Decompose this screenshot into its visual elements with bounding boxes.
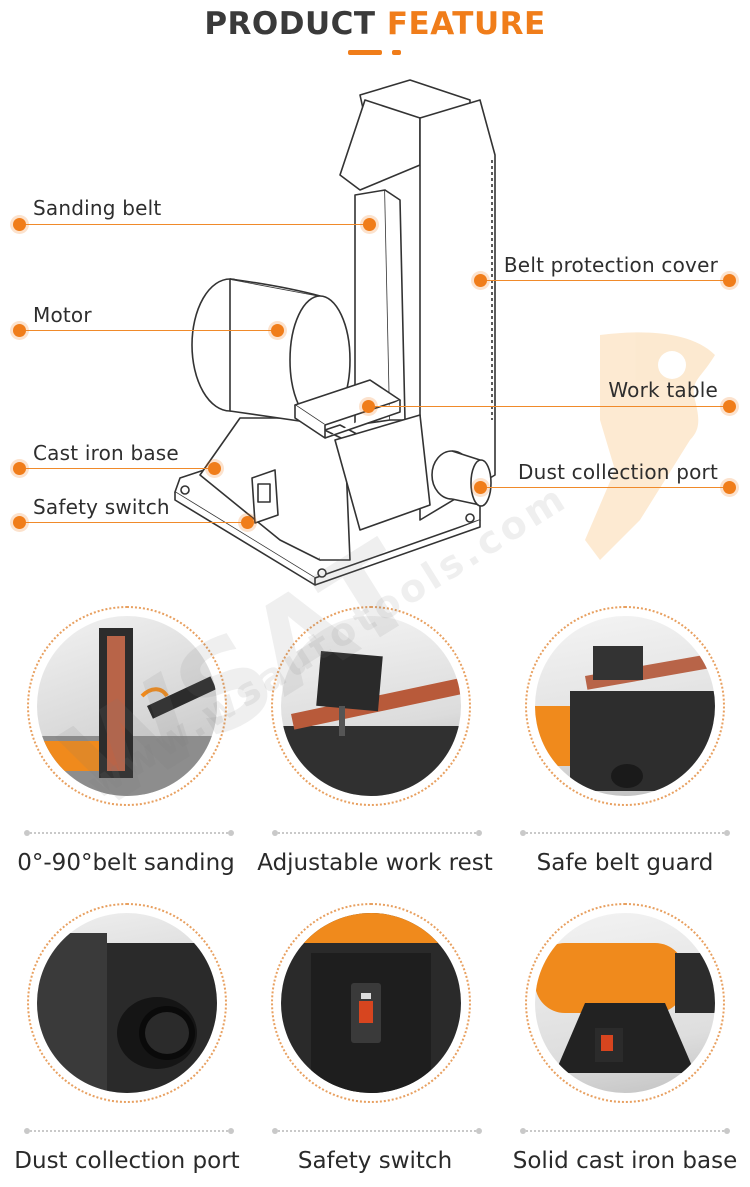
cast-iron-base-photo-icon (535, 943, 715, 1073)
belt-sander-illustration (174, 79, 715, 586)
callout-belt-protection-cover: Belt protection cover (503, 253, 718, 277)
work-table-line (368, 406, 731, 407)
belt-sander-tilt-photo-icon (37, 628, 217, 796)
caption-safety-switch: Safety switch (297, 1148, 453, 1174)
page-title: PRODUCT FEATURE (0, 6, 750, 42)
title-word-product: PRODUCT (204, 6, 376, 42)
safety-switch-line (20, 522, 248, 523)
separator (272, 830, 482, 836)
title-underline-dot (392, 50, 401, 55)
cast-iron-base-dot (13, 462, 26, 475)
motor-target-dot (271, 324, 284, 337)
callout-safety-switch: Safety switch (33, 495, 170, 519)
separator (520, 830, 730, 836)
caption-dust-port: Dust collection port (14, 1148, 240, 1174)
title-underline (348, 50, 382, 55)
callout-sanding-belt: Sanding belt (33, 196, 162, 220)
separator (520, 1128, 730, 1134)
belt-guard-photo-icon (535, 646, 715, 791)
brand-logo-icon (585, 332, 715, 560)
feature-photo-work-rest (271, 606, 471, 806)
work-rest-photo-icon (281, 650, 461, 796)
feature-photo-belt-guard (525, 606, 725, 806)
motor-line (20, 330, 278, 331)
motor-dot (13, 324, 26, 337)
feature-photo-cast-iron-base (525, 903, 725, 1103)
sanding-belt-line (20, 224, 370, 225)
callout-motor: Motor (33, 303, 92, 327)
callout-cast-iron-base: Cast iron base (33, 441, 179, 465)
callout-work-table: Work table (608, 378, 718, 402)
dust-port-line (481, 487, 731, 488)
caption-belt-sanding: 0°-90°belt sanding (17, 850, 235, 876)
feature-photo-dust-port (27, 903, 227, 1103)
work-table-target-dot (362, 400, 375, 413)
separator (24, 830, 234, 836)
belt-cover-target-dot (474, 274, 487, 287)
sanding-belt-dot (13, 218, 26, 231)
separator (24, 1128, 234, 1134)
callout-dust-collection-port: Dust collection port (517, 460, 718, 484)
caption-cast-iron-base: Solid cast iron base (512, 1148, 738, 1174)
cast-iron-base-target-dot (208, 462, 221, 475)
safety-switch-dot (13, 516, 26, 529)
separator (272, 1128, 482, 1134)
work-table-dot (723, 400, 736, 413)
caption-work-rest: Adjustable work rest (257, 850, 493, 876)
safety-switch-target-dot (241, 516, 254, 529)
safety-switch-photo-icon (281, 913, 461, 1093)
dust-port-target-dot (474, 481, 487, 494)
dust-port-photo-icon (37, 933, 217, 1093)
cast-iron-base-line (20, 468, 215, 469)
caption-belt-guard: Safe belt guard (536, 850, 714, 876)
sanding-belt-target-dot (363, 218, 376, 231)
dust-port-dot (723, 481, 736, 494)
title-word-feature: FEATURE (386, 6, 546, 42)
feature-photo-belt-sanding (27, 606, 227, 806)
belt-cover-dot (723, 274, 736, 287)
feature-photo-safety-switch (271, 903, 471, 1103)
belt-cover-line (481, 280, 731, 281)
